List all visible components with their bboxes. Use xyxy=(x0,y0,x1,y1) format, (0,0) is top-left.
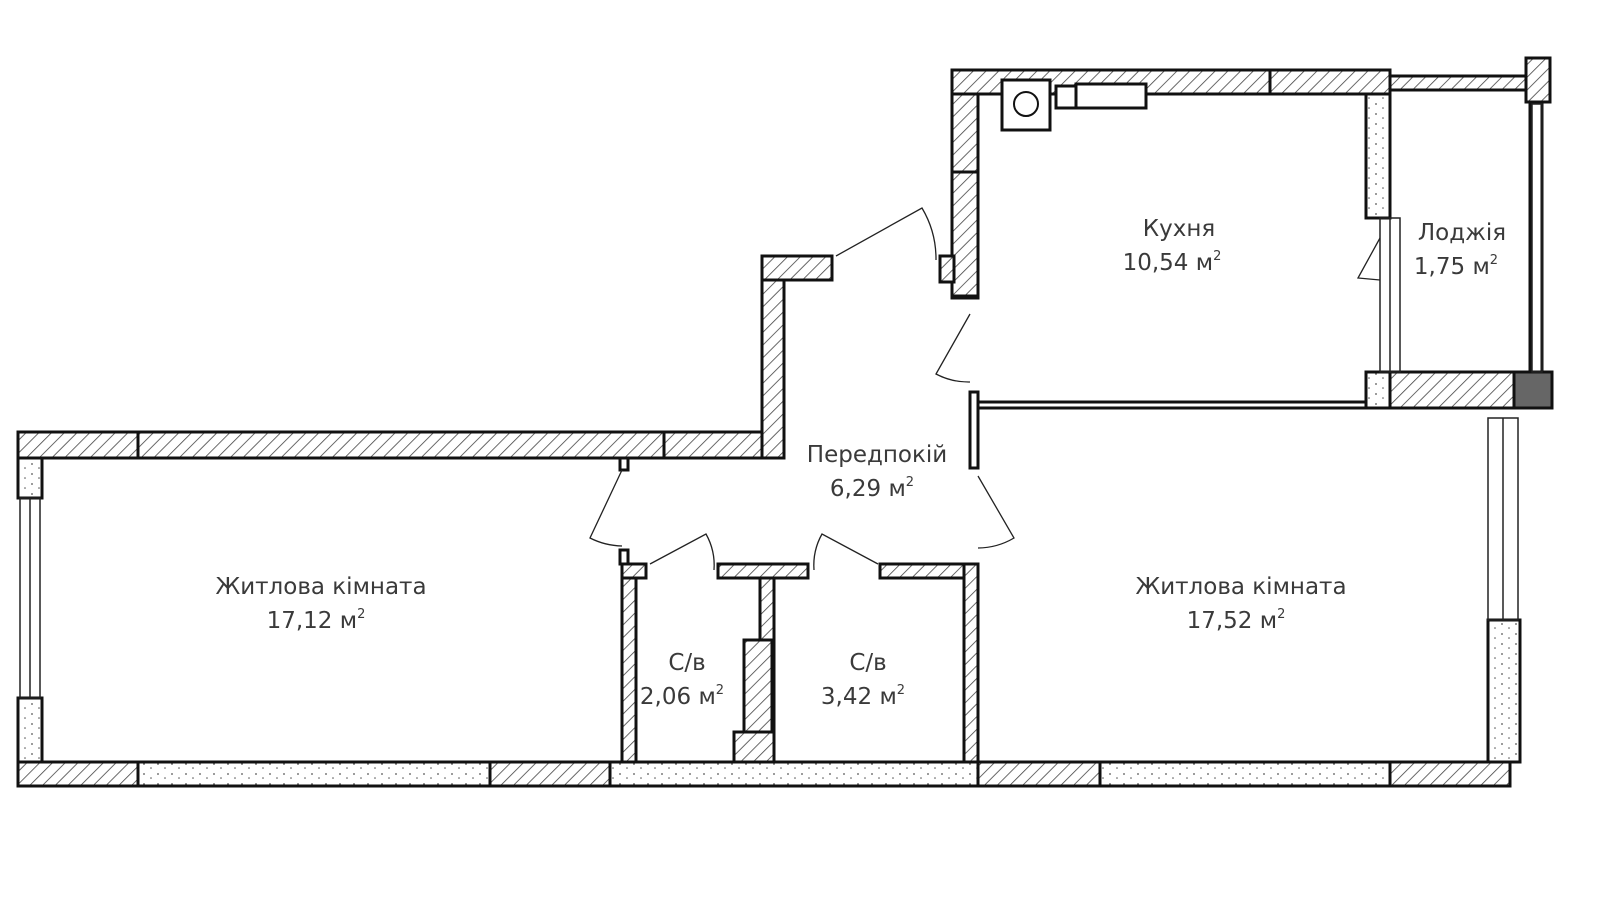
door-kitchen xyxy=(935,313,971,383)
wall-left-upper xyxy=(16,456,44,500)
wall-bottom-7 xyxy=(1388,760,1512,788)
door-bath-small xyxy=(649,533,715,571)
door-swings xyxy=(589,207,1381,571)
wall-bath-right-top xyxy=(878,562,976,580)
stove-icon xyxy=(1013,91,1039,117)
wall-loggia-top xyxy=(1388,74,1528,92)
wall-bottom-5 xyxy=(976,760,1102,788)
wall-loggia-bottom-vent xyxy=(1512,370,1554,410)
wall-kitchen-right xyxy=(1364,92,1392,220)
wall-loggia-corner xyxy=(1524,56,1552,104)
sink xyxy=(1054,84,1078,110)
kitchen-appliances xyxy=(1000,78,1148,132)
wall-bath-left xyxy=(620,562,638,764)
room-labels: Кухня 10,54 м2 Лоджія 1,75 м2 Передпокій… xyxy=(215,216,1506,710)
walls xyxy=(16,56,1554,788)
wall-bath-shaft-bottom xyxy=(732,730,776,764)
wall-stub-bath-left xyxy=(618,548,630,566)
wall-left-top xyxy=(16,430,140,460)
wall-stub-left-room xyxy=(618,456,630,472)
door-right-room xyxy=(977,475,1015,549)
door-bath-large xyxy=(813,533,879,571)
room-name-hallway: Передпокій xyxy=(807,442,947,468)
room-name-loggia: Лоджія xyxy=(1418,220,1506,246)
wall-left-top-mid xyxy=(136,430,666,460)
room-area-loggia: 1,75 м2 xyxy=(1414,253,1498,280)
wall-left-lower xyxy=(16,696,44,764)
wall-entrance-top xyxy=(760,254,834,282)
wall-right-room-right xyxy=(1486,618,1522,764)
windows xyxy=(19,103,1543,699)
wall-kitchen-top-right xyxy=(1268,68,1392,96)
wall-bottom-6 xyxy=(1098,760,1392,788)
room-name-kitchen: Кухня xyxy=(1143,216,1215,242)
room-area-bath-small: 2,06 м2 xyxy=(640,683,724,710)
wall-bottom-4 xyxy=(608,760,980,788)
wall-loggia-bottom xyxy=(1388,370,1516,410)
door-loggia xyxy=(1356,237,1381,281)
room-area-bath-large: 3,42 м2 xyxy=(821,683,905,710)
door-left-room xyxy=(589,469,623,547)
room-area-living-right: 17,52 м2 xyxy=(1187,607,1286,634)
wall-bottom-2 xyxy=(136,760,492,788)
wall-bath-shaft xyxy=(742,638,774,734)
wall-bath-mid-top xyxy=(716,562,810,580)
room-area-kitchen: 10,54 м2 xyxy=(1123,249,1222,276)
room-area-hallway: 6,29 м2 xyxy=(830,475,914,502)
wall-bottom-1 xyxy=(16,760,140,788)
wall-entrance-vertical xyxy=(760,254,786,460)
room-name-living-left: Житлова кімната xyxy=(215,574,426,600)
room-name-living-right: Житлова кімната xyxy=(1135,574,1346,600)
wall-bottom-3 xyxy=(488,760,612,788)
room-area-living-left: 17,12 м2 xyxy=(267,607,366,634)
wall-bath-left-top xyxy=(620,562,648,580)
window-loggia-right xyxy=(1531,103,1543,373)
wall-kitchen-right-low xyxy=(1364,370,1392,410)
stove xyxy=(1000,78,1052,132)
wall-bath-right xyxy=(962,562,980,764)
wall-kitchen-left-block xyxy=(950,170,980,298)
wall-kitchen-left-stub xyxy=(938,254,956,284)
door-entrance xyxy=(835,207,937,261)
room-name-bath-small: С/в xyxy=(668,650,705,676)
wall-hall-right-stub xyxy=(968,390,980,470)
wall-kitchen-bottom xyxy=(974,400,1368,410)
counter xyxy=(1074,82,1148,110)
room-name-bath-large: С/в xyxy=(849,650,886,676)
